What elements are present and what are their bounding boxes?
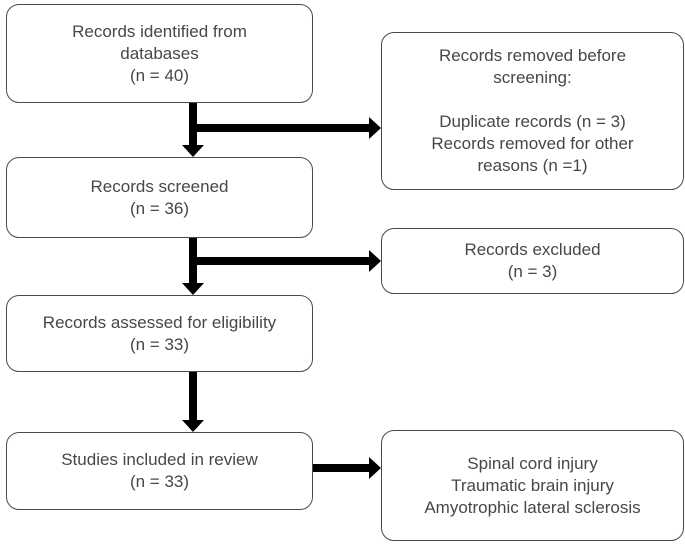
arrowhead-right-icon bbox=[369, 117, 381, 139]
box-line: Records removed for other bbox=[431, 134, 634, 153]
box-line: Records excluded bbox=[464, 240, 601, 259]
box-records-removed: Records removed before screening: Duplic… bbox=[381, 32, 684, 190]
arrowhead-right-icon bbox=[369, 250, 381, 272]
box-studies-included: Studies included in review (n = 33) bbox=[6, 432, 313, 510]
arrow-branch-to-removed bbox=[193, 124, 369, 132]
box-records-screened: Records screened (n = 36) bbox=[6, 157, 313, 238]
arrow-branch-to-excluded bbox=[193, 257, 369, 265]
box-line: Records screened bbox=[90, 176, 229, 196]
box-line: Records identified from bbox=[72, 21, 247, 41]
box-line: Records removed before bbox=[438, 46, 627, 65]
arrowhead-down-icon bbox=[182, 145, 204, 157]
box-line: reasons (n =1) bbox=[477, 156, 588, 175]
box-line: (n = 3) bbox=[507, 262, 558, 281]
box-line: (n = 36) bbox=[129, 198, 190, 218]
box-records-excluded: Records excluded (n = 3) bbox=[381, 228, 684, 294]
box-line: Records assessed for eligibility bbox=[42, 312, 277, 332]
box-conditions: Spinal cord injury Traumatic brain injur… bbox=[381, 430, 684, 541]
box-line: Studies included in review bbox=[61, 450, 258, 469]
box-line: Spinal cord injury bbox=[467, 453, 598, 473]
arrowhead-down-icon bbox=[182, 420, 204, 432]
box-line: (n = 40) bbox=[129, 65, 190, 85]
arrowhead-right-icon bbox=[369, 457, 381, 479]
box-line: databases bbox=[120, 43, 199, 63]
arrow-included-to-conditions bbox=[313, 464, 369, 472]
arrow-assessed-to-included bbox=[189, 372, 197, 420]
box-line: Amyotrophic lateral sclerosis bbox=[424, 497, 641, 517]
box-line: (n = 33) bbox=[129, 472, 190, 491]
box-records-assessed: Records assessed for eligibility (n = 33… bbox=[6, 295, 313, 372]
box-line bbox=[530, 89, 535, 111]
box-line: Duplicate records (n = 3) bbox=[439, 112, 626, 131]
box-line: (n = 33) bbox=[129, 334, 190, 354]
box-line: Traumatic brain injury bbox=[451, 475, 614, 495]
box-records-identified: Records identified from databases (n = 4… bbox=[6, 4, 313, 103]
arrowhead-down-icon bbox=[182, 283, 204, 295]
box-line: screening: bbox=[493, 68, 572, 87]
